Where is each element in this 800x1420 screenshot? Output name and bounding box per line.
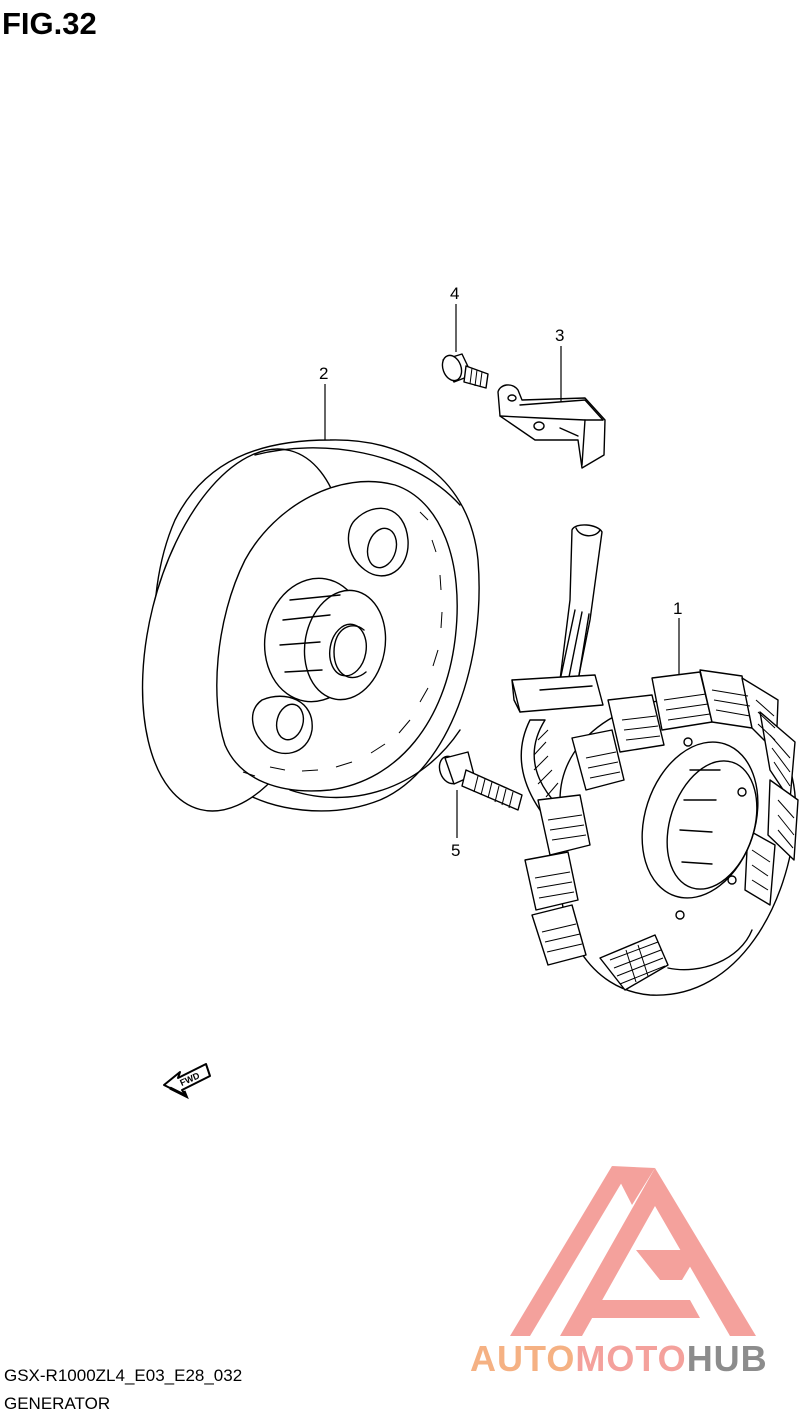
watermark-moto: MOTO	[575, 1338, 687, 1379]
callout-4[interactable]: 4	[450, 284, 459, 303]
callout-3[interactable]: 3	[555, 326, 564, 345]
automotohub-logo-icon	[510, 1166, 756, 1336]
model-code: GSX-R1000ZL4_E03_E28_032	[4, 1366, 243, 1385]
clamp-bracket-part[interactable]	[497, 384, 606, 469]
callout-1[interactable]: 1	[673, 599, 682, 618]
callout-5[interactable]: 5	[451, 841, 460, 860]
fwd-arrow-icon: FWD	[163, 1063, 211, 1100]
rotor-part[interactable]	[108, 428, 480, 833]
figure-label: FIG.32	[2, 6, 97, 41]
section-name: GENERATOR	[4, 1394, 111, 1413]
callout-2[interactable]: 2	[319, 364, 328, 383]
watermark-auto: AUTO	[470, 1338, 576, 1379]
stator-part[interactable]	[511, 524, 799, 996]
watermark-hub: HUB	[686, 1338, 768, 1379]
bolt-long-part[interactable]	[436, 751, 523, 811]
bolt-small-part[interactable]	[439, 353, 489, 389]
watermark-wordmark: AUTOMOTOHUB	[470, 1338, 768, 1380]
